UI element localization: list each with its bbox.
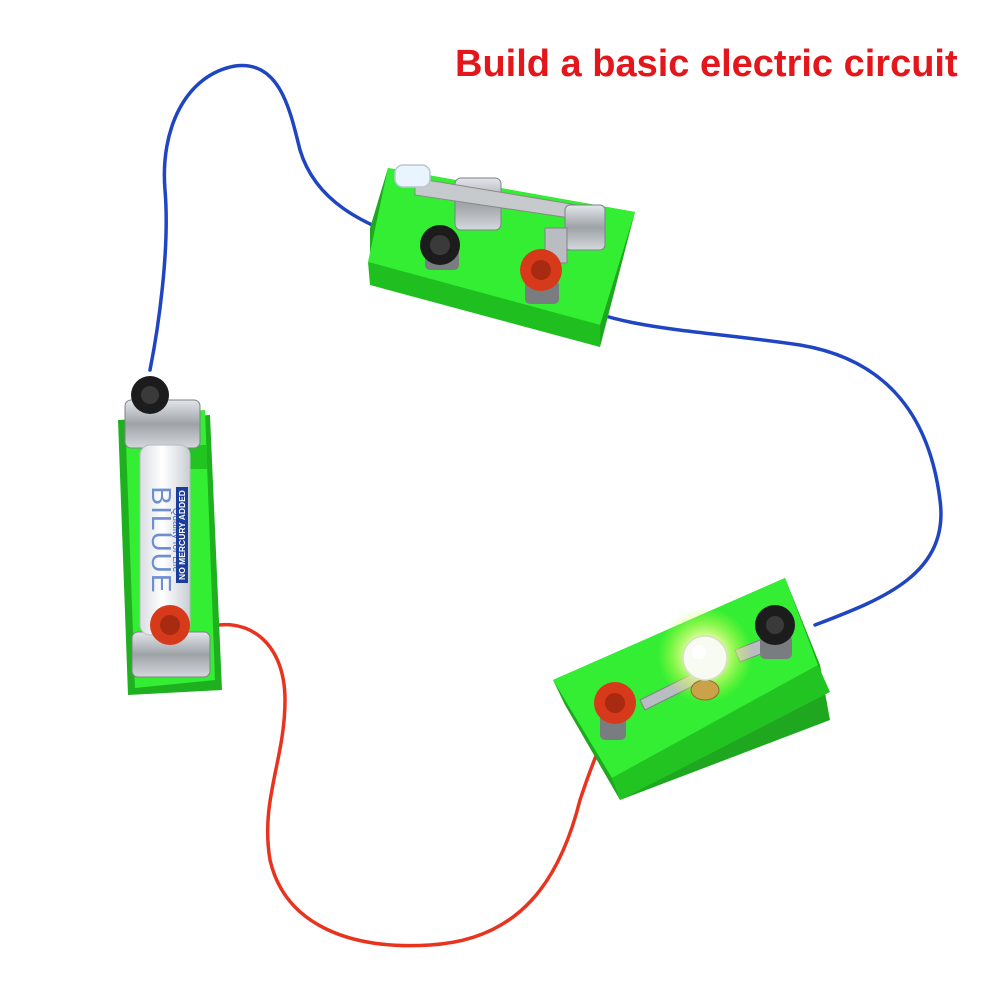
battery-holder [118, 399, 222, 695]
switch-red-terminal [520, 249, 562, 304]
blue-wire-switch-lamp [563, 298, 943, 627]
battery-note: NO MERCURY ADDED [177, 490, 187, 580]
light-bulb [657, 607, 753, 703]
battery-brand: BILUUE [146, 486, 177, 593]
battery-red-terminal [150, 605, 190, 645]
blue-wire-battery-switch [148, 63, 427, 372]
battery-black-terminal [131, 376, 169, 414]
lamp-red-terminal [594, 682, 636, 740]
battery-tagline: Quality for Life [170, 508, 181, 573]
switch-black-terminal [420, 225, 460, 270]
switch-board [368, 164, 635, 347]
page-title: Build a basic electric circuit [455, 43, 958, 85]
red-wire-battery-lamp [203, 622, 607, 948]
lamp-black-terminal [755, 605, 795, 659]
battery-label: BILUUE [146, 486, 177, 593]
